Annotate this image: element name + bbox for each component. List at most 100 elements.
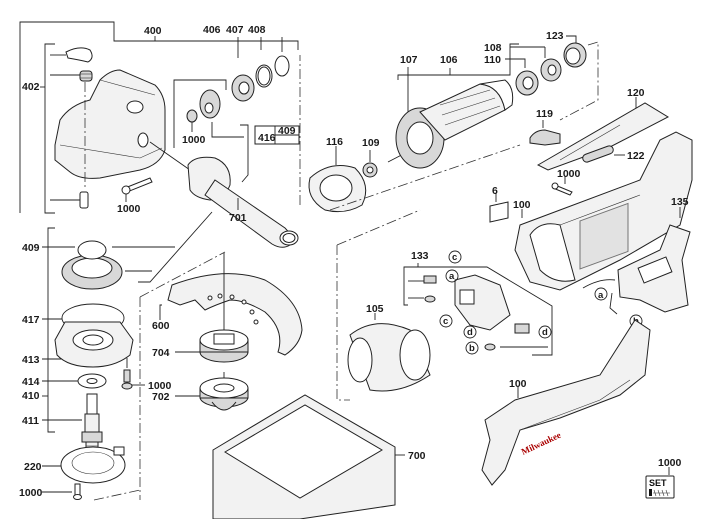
callout-label-a-left: a [449,271,455,282]
carbon-brush-left [423,275,437,284]
callout-b-left [465,341,479,355]
pin [50,191,89,209]
callout-a-left [445,269,459,283]
callout-d-right [538,325,552,339]
part-label-1000-set: 1000 [658,457,682,469]
part-label-701: 701 [229,212,247,224]
part-label-122: 122 [627,150,645,162]
bearing-flange [54,321,134,368]
part-label-107: 107 [400,54,418,66]
ball-bearing-406 [231,74,255,102]
gear-housing-cover [54,69,166,190]
part-label-402: 402 [22,81,40,93]
fan-baffle [308,165,367,213]
part-label-6: 6 [492,185,498,197]
part-label-100-housing: 100 [513,199,531,211]
part-label-413: 413 [22,354,40,366]
spindle-lock-button [50,47,93,63]
part-label-700: 700 [408,450,426,462]
bearing-110 [515,70,539,96]
callout-label-c-top: c [452,252,457,263]
spring-122 [582,145,614,163]
part-label-1000-side: 1000 [148,380,172,392]
wheel-guard [167,273,303,356]
washer-407 [255,64,273,88]
part-label-702: 702 [152,391,170,403]
circlip-408 [274,55,290,77]
part-label-407: 407 [226,24,244,36]
part-label-410: 410 [22,390,40,402]
set-icon: SET [645,475,675,499]
part-label-414: 414 [22,376,40,388]
part-label-406: 406 [203,24,221,36]
bearing-108 [540,58,562,82]
part-label-110: 110 [484,54,501,66]
part-label-220: 220 [24,461,42,473]
screw [121,177,153,202]
brush-spring-left [424,295,436,303]
motor-housing [514,131,693,291]
label-plate-6 [489,201,509,223]
callout-c-top [448,250,462,264]
part-label-120: 120 [627,87,645,99]
part-label-133: 133 [411,250,429,262]
part-label-417: 417 [22,314,40,326]
bearing-109 [362,162,378,178]
part-label-411: 411 [22,415,39,427]
part-label-1000-cover-screw: 1000 [117,203,141,215]
callout-label-c-bottom: c [443,316,448,327]
callout-a-right [594,287,608,301]
part-label-116: 116 [326,136,343,148]
brush-spring-right [484,343,496,351]
carbon-brush-right [514,323,530,334]
part-label-409-box: 409 [278,125,296,137]
part-label-135: 135 [671,196,689,208]
part-label-100-body: 100 [509,378,527,390]
part-label-400: 400 [144,25,162,37]
side-screw [121,358,145,390]
screw-bottom [73,483,82,500]
guard-clamp-plate [60,446,126,484]
callout-label-a-right: a [598,290,604,301]
switch-135 [582,224,691,315]
screw-handle [551,182,573,196]
set-text: SET [649,478,667,488]
callout-label-d-left: d [467,327,473,338]
callout-label-b-left: b [469,343,475,354]
armature [387,79,514,169]
bevel-gear [61,240,175,290]
switch-button-119 [529,129,561,146]
bearing-sleeve-123 [563,42,587,68]
carry-case [212,394,405,519]
part-label-109: 109 [362,137,380,149]
part-label-408: 408 [248,24,266,36]
side-handle [149,141,299,248]
part-label-105: 105 [366,303,384,315]
inner-flange [199,377,249,411]
flange-nut [199,329,249,363]
bevel-pinion [199,89,221,119]
part-label-1000-bottom: 1000 [19,487,43,499]
brush-holder [454,274,511,331]
washer-414 [77,373,107,389]
part-label-119: 119 [536,108,553,120]
part-label-416: 416 [258,132,276,144]
callout-label-d-right: d [542,327,548,338]
part-label-600: 600 [152,320,170,332]
callout-c-bottom [439,314,453,328]
part-label-704: 704 [152,347,170,359]
gear-head-assembly-bracket [19,21,299,213]
hex-nut [186,109,198,132]
part-label-108: 108 [484,42,502,54]
switch-slider-120 [536,102,670,171]
part-label-106: 106 [440,54,458,66]
part-label-123: 123 [546,30,564,42]
stator-field [347,323,431,392]
part-label-409: 409 [22,242,40,254]
callout-d-left [463,325,477,339]
brand-logo: Milwaukee [520,430,563,457]
part-label-1000-nut: 1000 [182,134,206,146]
spring [50,70,93,82]
grinder-body-housing: Milwaukee [481,319,651,486]
